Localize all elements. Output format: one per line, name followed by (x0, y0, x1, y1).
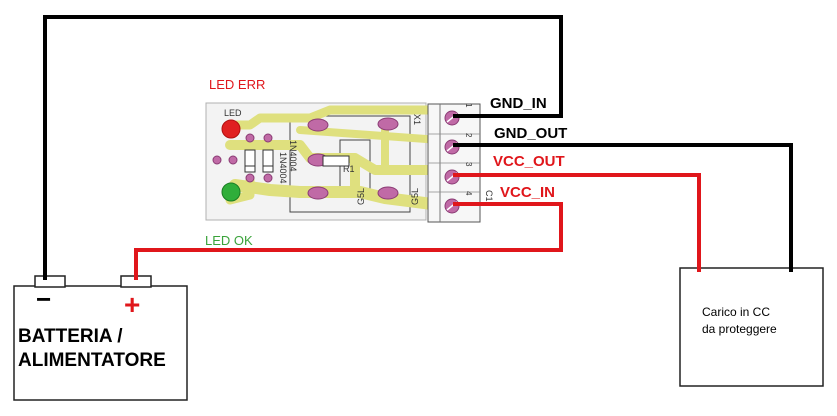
diode-2 (262, 149, 274, 173)
diode-pad-4 (263, 173, 273, 183)
relay-pad-top-left (307, 118, 329, 132)
silk-g5l-b: G5L (410, 188, 420, 205)
diode-pad-2 (263, 133, 273, 143)
relay-outline (289, 115, 411, 213)
load-label-line1: Carico in CC (702, 305, 770, 319)
vcc-in-label: VCC_IN (500, 184, 555, 201)
terminal-pin-2: 2 (464, 133, 473, 138)
gnd-in-wire (43, 15, 563, 280)
silk-c1: C1 (484, 190, 494, 202)
battery-label-line1: BATTERIA / (18, 326, 123, 347)
terminal-pin-1: 1 (464, 103, 473, 108)
led-ok-label: LED OK (205, 233, 253, 248)
led-pad-2 (228, 155, 238, 165)
silk-1n4004-b: 1N4004 (288, 140, 298, 172)
gnd-out-label: GND_OUT (494, 125, 567, 142)
vcc-out-wire (453, 173, 701, 272)
diode-1 (244, 149, 256, 173)
load-box: Carico in CC da proteggere (679, 267, 824, 387)
diodes (244, 149, 274, 173)
pcb-pads (212, 117, 399, 200)
led-ok (221, 182, 241, 202)
vcc-out-label: VCC_OUT (493, 153, 565, 170)
battery-label-line2: ALIMENTATORE (18, 350, 166, 371)
gnd-out-wire (453, 143, 793, 272)
silk-x1: X1 (412, 114, 422, 125)
led-err (221, 119, 241, 139)
resistor-r1 (322, 155, 350, 167)
gnd-in-label: GND_IN (490, 95, 547, 112)
vcc-in-wire (134, 202, 563, 280)
silk-g5l-a: G5L (356, 188, 366, 205)
silk-r1: R1 (343, 164, 355, 174)
battery-negative-terminal (34, 275, 66, 288)
pcb-board: LED X1 1N4004 1N4004 R1 G5L G5L C1 (205, 102, 494, 223)
led-pad-1 (212, 155, 222, 165)
silk-led: LED (224, 108, 242, 118)
terminal-pin-4: 4 (464, 191, 473, 196)
load-label-line2: da proteggere (702, 322, 777, 336)
relay-pad-top-right (377, 117, 399, 131)
battery-minus-sign: − (36, 284, 51, 314)
battery: − + BATTERIA / ALIMENTATORE (13, 275, 188, 401)
relay-pad-bottom-right (377, 186, 399, 200)
terminal-pin-3: 3 (464, 162, 473, 167)
relay-pad-bottom-left (307, 186, 329, 200)
diode-pad-1 (245, 133, 255, 143)
diode-pad-3 (245, 173, 255, 183)
silk-1n4004-a: 1N4004 (278, 152, 288, 184)
battery-plus-sign: + (124, 289, 140, 320)
led-err-label: LED ERR (209, 77, 265, 92)
